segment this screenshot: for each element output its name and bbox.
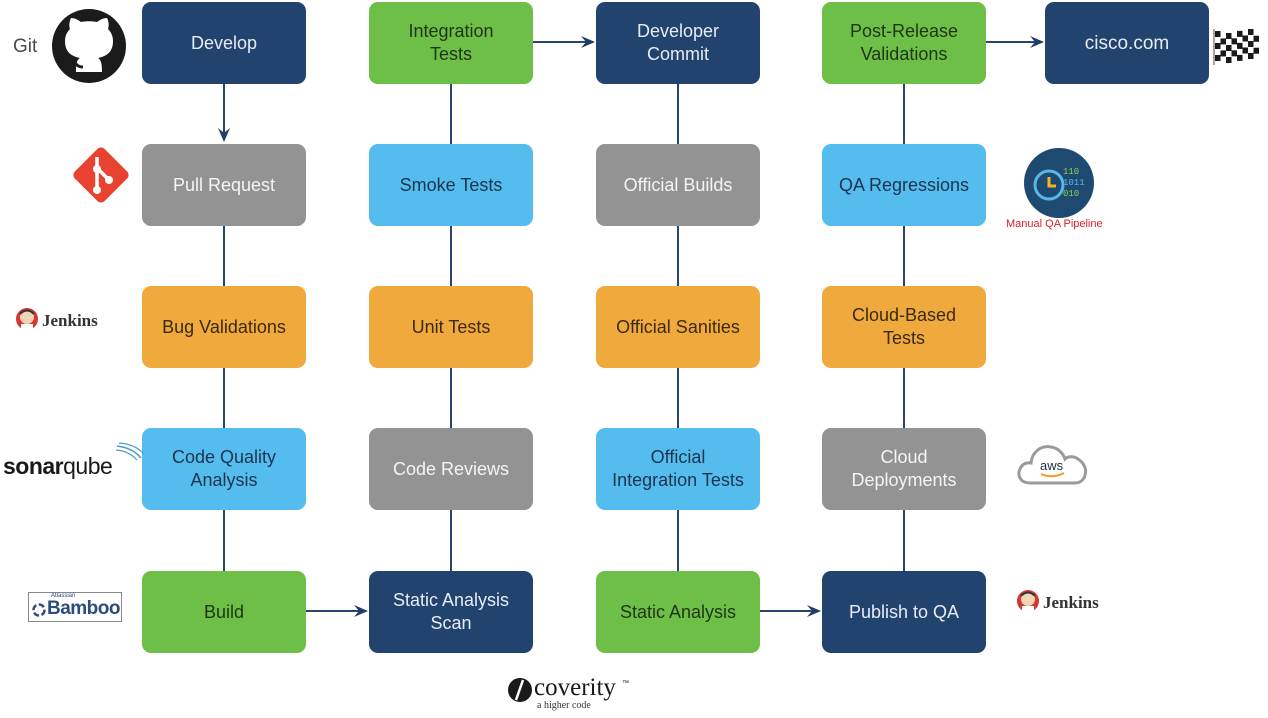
flag-cell bbox=[1237, 30, 1243, 37]
stage-official-integration-tests[interactable]: Official Integration Tests bbox=[596, 428, 760, 510]
github-icon bbox=[52, 9, 126, 83]
git-label: Git bbox=[13, 36, 38, 57]
flag-cell bbox=[1231, 38, 1237, 45]
aws-cloud-icon: aws bbox=[1017, 445, 1088, 485]
stage-smoke-tests[interactable]: Smoke Tests bbox=[369, 144, 533, 226]
bamboo-label: Bamboo bbox=[47, 598, 121, 619]
stage-unit-tests[interactable]: Unit Tests bbox=[369, 286, 533, 368]
manual-qa-icon: 110 1011 010 bbox=[1024, 148, 1094, 218]
stage-qa-regressions[interactable]: QA Regressions bbox=[822, 144, 986, 226]
jenkins-label: Jenkins bbox=[1043, 593, 1099, 612]
stage-develop[interactable]: Develop bbox=[142, 2, 306, 84]
flag-cell bbox=[1215, 55, 1221, 61]
flag-cell bbox=[1226, 44, 1232, 51]
stage-static-analysis-scan[interactable]: Static Analysis Scan bbox=[369, 571, 533, 653]
flag-cell bbox=[1237, 54, 1243, 61]
flag-cell bbox=[1242, 35, 1248, 42]
coverity-tm: ™ bbox=[622, 680, 629, 687]
stage-pull-request[interactable]: Pull Request bbox=[142, 144, 306, 226]
manual-qa-bits-3: 010 bbox=[1063, 189, 1079, 199]
manual-qa-bits-1: 110 bbox=[1063, 167, 1079, 177]
checkered-flag-icon bbox=[1213, 29, 1259, 65]
stage-bug-validations[interactable]: Bug Validations bbox=[142, 286, 306, 368]
flag-cell bbox=[1237, 42, 1243, 49]
manual-qa-label: Manual QA Pipeline bbox=[1006, 218, 1103, 230]
stage-code-reviews[interactable]: Code Reviews bbox=[369, 428, 533, 510]
jenkins-icon bbox=[16, 308, 38, 332]
stage-cloud-deployments[interactable]: Cloud Deployments bbox=[822, 428, 986, 510]
sonarqube-logo: sonarqube bbox=[3, 453, 113, 480]
stage-static-analysis[interactable]: Static Analysis bbox=[596, 571, 760, 653]
flag-cell bbox=[1248, 29, 1254, 36]
coverity-label: coverity bbox=[534, 674, 616, 701]
flag-cell bbox=[1242, 47, 1248, 54]
flag-cell bbox=[1215, 43, 1221, 49]
stage-developer-commit[interactable]: Developer Commit bbox=[596, 2, 760, 84]
jenkins-icon bbox=[1017, 590, 1039, 614]
stage-code-quality-analysis[interactable]: Code Quality Analysis bbox=[142, 428, 306, 510]
flag-cell bbox=[1253, 35, 1259, 42]
sonarqube-waves-icon bbox=[115, 442, 145, 461]
flag-cell bbox=[1226, 56, 1232, 63]
sonarqube-label-light: qube bbox=[63, 453, 113, 479]
stage-cisco-com[interactable]: cisco.com bbox=[1045, 2, 1209, 84]
stage-cloud-based-tests[interactable]: Cloud-Based Tests bbox=[822, 286, 986, 368]
stage-official-sanities[interactable]: Official Sanities bbox=[596, 286, 760, 368]
flag-cell bbox=[1215, 31, 1221, 37]
flag-cell bbox=[1248, 53, 1254, 60]
sonarqube-label-bold: sonar bbox=[3, 453, 64, 479]
flag-cell bbox=[1220, 50, 1226, 57]
bamboo-logo: Atlassian Bamboo bbox=[28, 592, 122, 622]
stage-post-release-validations[interactable]: Post-Release Validations bbox=[822, 2, 986, 84]
bamboo-sublabel: Atlassian bbox=[51, 593, 76, 599]
stage-publish-to-qa[interactable]: Publish to QA bbox=[822, 571, 986, 653]
aws-label: aws bbox=[1040, 458, 1064, 473]
flag-cell bbox=[1226, 32, 1232, 39]
git-scm-icon bbox=[73, 147, 129, 203]
stage-integration-tests[interactable]: Integration Tests bbox=[369, 2, 533, 84]
jenkins-label: Jenkins bbox=[42, 311, 98, 330]
coverity-icon bbox=[508, 678, 532, 702]
flag-cell bbox=[1253, 47, 1259, 54]
coverity-tagline: a higher code bbox=[537, 700, 591, 711]
manual-qa-bits-2: 1011 bbox=[1063, 178, 1085, 188]
flag-cell bbox=[1248, 41, 1254, 48]
bamboo-icon bbox=[32, 603, 46, 617]
flag-cell bbox=[1220, 38, 1226, 45]
stage-build[interactable]: Build bbox=[142, 571, 306, 653]
stage-official-builds[interactable]: Official Builds bbox=[596, 144, 760, 226]
flag-cell bbox=[1231, 50, 1237, 57]
